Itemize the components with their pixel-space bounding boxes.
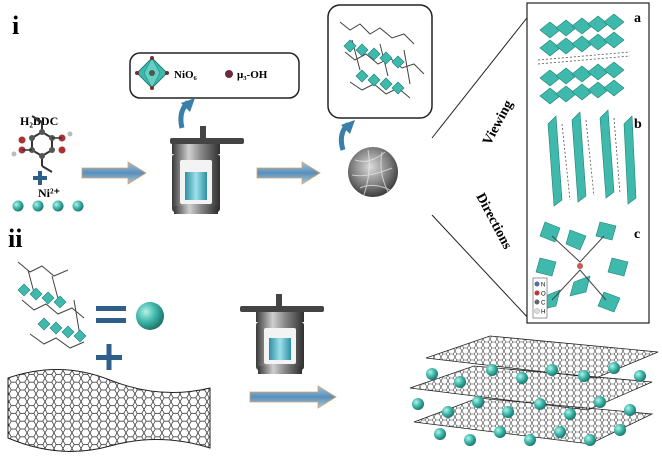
element-key-o: O [541, 292, 546, 298]
reaction-arrow-2 [256, 161, 321, 185]
layer-structure-octahedra [343, 39, 405, 95]
section-i-label: i [12, 11, 19, 40]
autoclave-icon-1 [170, 126, 244, 214]
panel-a-label: a [634, 11, 641, 26]
hydroxyl-icon [225, 70, 233, 78]
legend-hydroxyl-label: μ₃-OH [237, 69, 268, 81]
callout-line-bottom [431, 214, 531, 321]
ii-structure-fragment [17, 261, 87, 349]
ni-ion-spheres [12, 200, 84, 212]
crystal-panel-a [537, 13, 631, 105]
directions-label: Directions [472, 191, 514, 253]
equals-sign [96, 306, 126, 323]
composite-product [409, 335, 659, 446]
element-key-h: H [541, 310, 545, 316]
mof-sphere [136, 302, 164, 330]
plus-sign [33, 171, 47, 185]
section-ii-label: ii [8, 224, 22, 253]
legend-callout-box [129, 52, 300, 99]
element-key: N O C H [532, 277, 548, 319]
viewing-label: Viewing [480, 98, 516, 148]
element-key-c: C [541, 301, 546, 307]
element-key-n: N [541, 283, 545, 289]
structure-callout-box [327, 4, 433, 119]
panel-b-label: b [634, 117, 642, 132]
plus-sign-2 [96, 344, 122, 370]
metal-ion-label: Ni²⁺ [38, 186, 60, 200]
autoclave-icon-2 [240, 294, 324, 374]
reaction-arrow-3 [249, 385, 337, 409]
h2bdc-molecule: H₂BDC [11, 114, 73, 173]
nio6-octahedron-icon [135, 56, 169, 90]
graphene-sheet [7, 368, 211, 452]
panel-c-label: c [634, 227, 640, 242]
reaction-arrow-1 [81, 161, 147, 185]
crystal-panel-c [535, 221, 629, 313]
flower-microsphere [348, 147, 398, 197]
legend-nio6-label: NiO₆ [174, 69, 198, 81]
crystal-panel-b [547, 109, 637, 207]
callout-line-top [431, 13, 531, 139]
